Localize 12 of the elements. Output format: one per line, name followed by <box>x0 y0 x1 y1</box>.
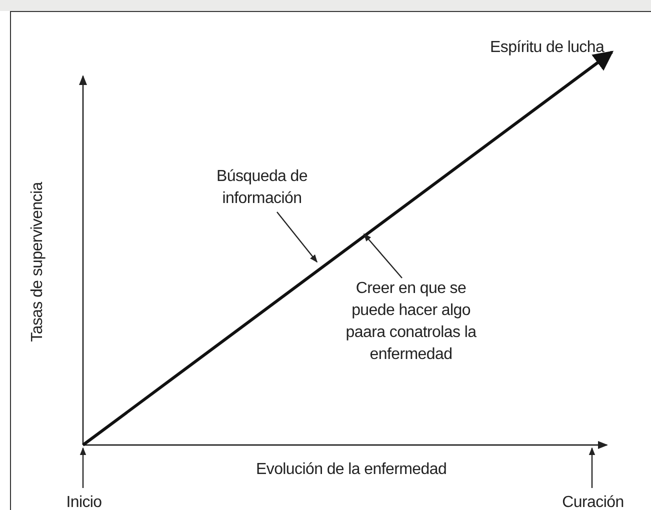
chart-label: Espíritu de lucha <box>490 38 604 58</box>
annotation-text: Búsqueda de información <box>200 166 324 210</box>
leader-line <box>363 233 402 278</box>
annotation-text: Creer en que se puede hacer algo paara conatrolas la enfermedad <box>344 278 478 366</box>
chart-label: Evolución de la enfermedad <box>256 460 447 480</box>
annotation-text: Curación <box>558 492 628 510</box>
leader-line <box>276 212 318 263</box>
axis-label: Tasas de supervivencia <box>28 182 47 342</box>
annotation-text: Inicio <box>60 492 108 510</box>
x-axis <box>83 441 608 449</box>
leader-line <box>80 447 86 488</box>
leader-line <box>588 447 596 488</box>
